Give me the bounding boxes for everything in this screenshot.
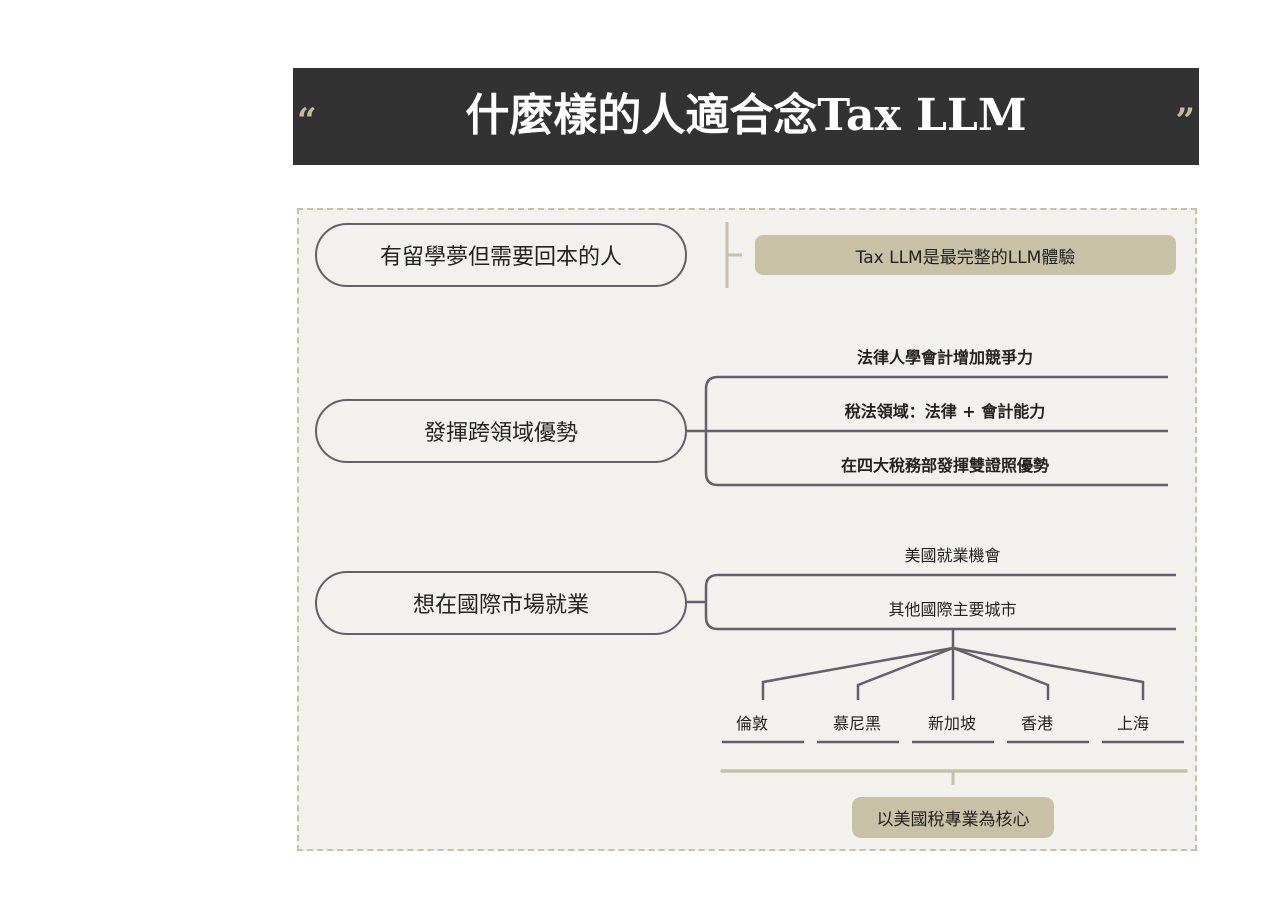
branch-label: 美國就業機會: [904, 546, 1001, 565]
title-banner: “ 什麼樣的人適合念Tax LLM ”: [293, 68, 1199, 165]
branch-label: 在四大稅務部發揮雙證照優勢: [840, 456, 1049, 475]
city-london: 倫敦: [735, 714, 768, 733]
node-label: 有留學夢但需要回本的人: [379, 245, 622, 270]
tag-label: Tax LLM是最完整的LLM體驗: [855, 247, 1076, 268]
city-shanghai: 上海: [1116, 714, 1149, 733]
node-label: 想在國際市場就業: [412, 593, 589, 618]
branch-label: 法律人學會計增加競爭力: [856, 348, 1033, 367]
page-title: 什麼樣的人適合念Tax LLM: [293, 88, 1199, 144]
us-tax-core-tag: 以美國稅專業為核心: [852, 797, 1054, 838]
city-hongkong: 香港: [1020, 714, 1053, 733]
node-cross-domain: 發揮跨領域優勢: [315, 399, 687, 463]
node-study-abroad: 有留學夢但需要回本的人: [315, 223, 687, 287]
branch-label: 其他國際主要城市: [888, 600, 1017, 619]
node-international-job: 想在國際市場就業: [315, 571, 687, 635]
city-munich: 慕尼黑: [832, 714, 881, 733]
tax-llm-complete-tag: Tax LLM是最完整的LLM體驗: [755, 235, 1176, 275]
open-quote-icon: “: [297, 101, 317, 141]
tag-label: 以美國稅專業為核心: [876, 810, 1030, 830]
city-singapore: 新加坡: [927, 714, 976, 733]
close-quote-icon: ”: [1175, 101, 1195, 141]
title-latin: Tax LLM: [817, 90, 1027, 141]
diagram-panel: [297, 208, 1197, 851]
node-label: 發揮跨領域優勢: [423, 421, 578, 446]
branch-label: 稅法領域：法律 + 會計能力: [844, 402, 1046, 421]
title-cjk: 什麼樣的人適合念: [465, 90, 818, 141]
